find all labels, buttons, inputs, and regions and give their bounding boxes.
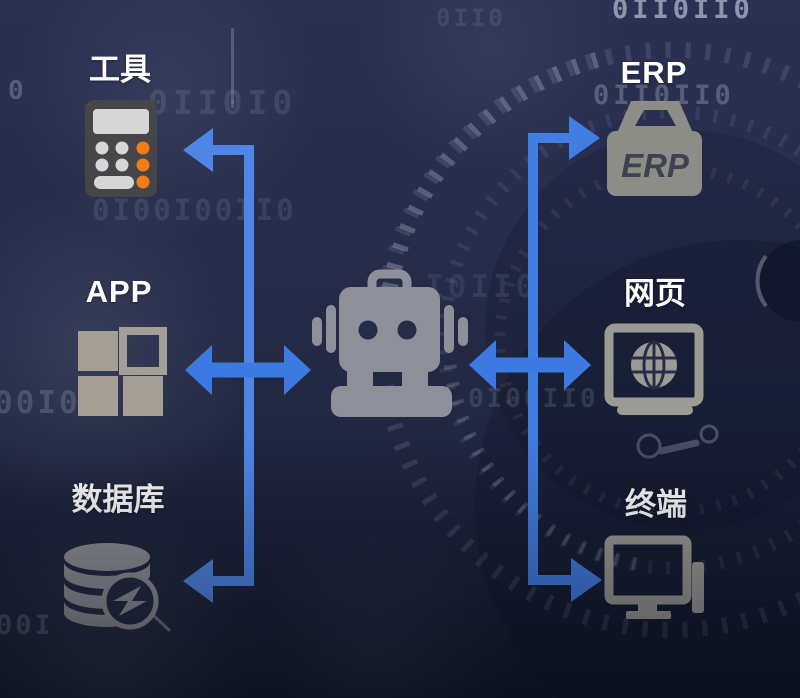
database-icon <box>64 543 172 633</box>
robot-icon <box>312 269 468 417</box>
robot-eye <box>358 320 378 340</box>
label-terminal: 终端 <box>625 487 687 522</box>
label-erp: ERP <box>620 55 688 90</box>
erp-box-icon: ERP <box>607 101 702 196</box>
arrow-to-erp-icon <box>569 116 600 160</box>
app-grid-icon <box>78 327 167 416</box>
arrow-to-tools-icon <box>183 128 213 172</box>
terminal-monitor-icon <box>604 535 704 619</box>
calculator-icon <box>85 100 157 197</box>
erp-icon-text: ERP <box>621 147 690 184</box>
tower-icon <box>692 562 704 613</box>
robot-eye <box>397 320 417 340</box>
label-app: APP <box>85 274 153 309</box>
arrow-to-database-icon <box>183 559 213 603</box>
arrow-to-terminal-icon <box>571 558 602 602</box>
web-globe-monitor-icon <box>604 323 704 415</box>
label-database: 数据库 <box>71 482 165 517</box>
label-tools: 工具 <box>89 52 151 87</box>
label-web: 网页 <box>624 276 686 311</box>
